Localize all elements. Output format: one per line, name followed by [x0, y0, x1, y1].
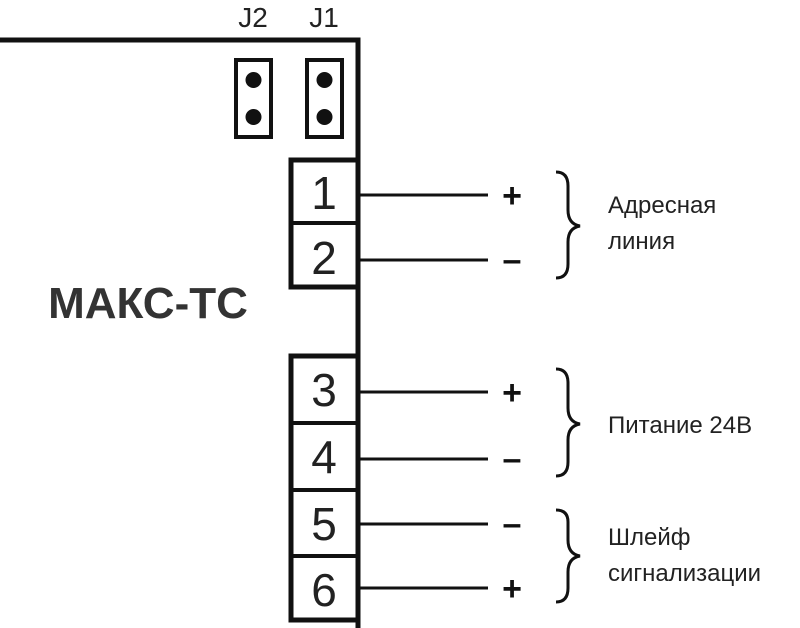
terminal-1-number: 1	[311, 167, 337, 219]
terminal-6-number: 6	[311, 564, 337, 616]
group-1-label-line2: линия	[608, 228, 675, 255]
terminal-5-number: 5	[311, 498, 337, 550]
group-3-label-line2: сигнализации	[608, 560, 761, 587]
jumper-j1	[305, 58, 344, 139]
polarity-5: –	[503, 505, 522, 543]
polarity-3: +	[502, 374, 522, 412]
device-name: МАКС-ТС	[48, 279, 248, 328]
group-2-label: Питание 24В	[608, 412, 752, 439]
terminal-3-number: 3	[311, 364, 337, 416]
polarity-6: +	[502, 570, 522, 608]
terminal-4-number: 4	[311, 431, 337, 483]
polarity-2: –	[503, 241, 522, 279]
brace-group-3	[555, 508, 581, 604]
jumper-j2-label: J2	[238, 2, 268, 33]
terminal-2-number: 2	[311, 232, 337, 284]
group-3-label-line1: Шлейф	[608, 524, 691, 551]
polarity-4: –	[503, 440, 522, 478]
brace-group-2	[555, 367, 581, 478]
jumper-j1-label: J1	[309, 2, 339, 33]
polarity-1: +	[502, 177, 522, 215]
jumper-j2	[234, 58, 273, 139]
brace-group-1	[555, 170, 581, 280]
group-1-label-line1: Адресная	[608, 192, 716, 219]
